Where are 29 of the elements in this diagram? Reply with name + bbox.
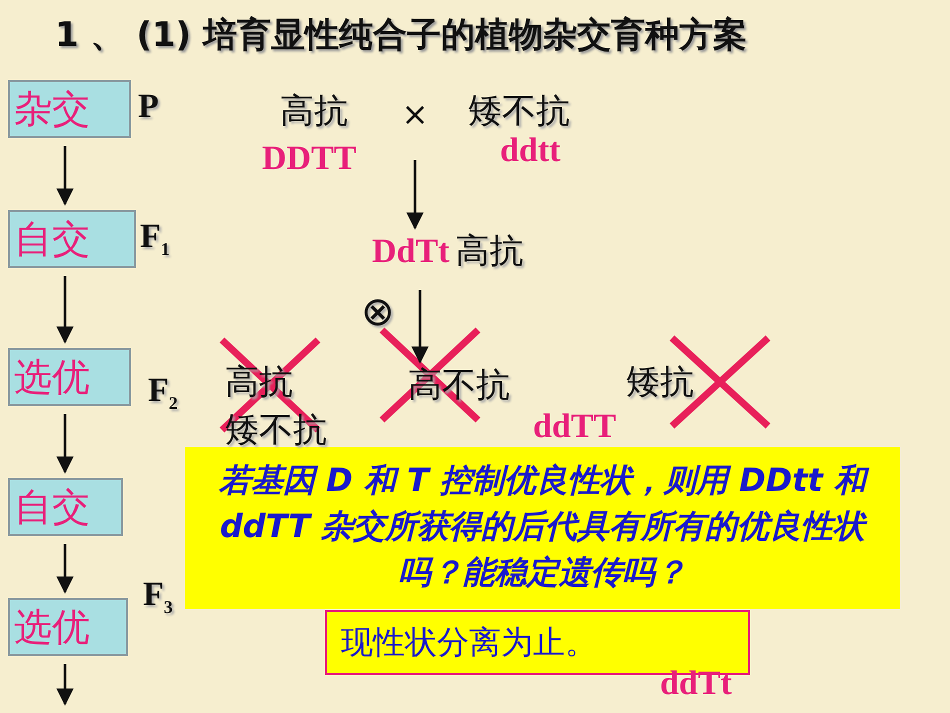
slide-title: 1 、 (1) 培育显性纯合子的植物杂交育种方案 [55,14,747,57]
genotype-label: DDTT [262,140,356,178]
genotype-label: ddtt [500,132,560,170]
step-box: 自交 [8,478,123,536]
generation-label: F$_{2}$ [148,372,178,414]
generation-label: F$_{1}$ [140,218,170,260]
question-box: 若基因 D 和 T 控制优良性状，则用 DDtt 和 ddTT 杂交所获得的后代具有所有的优良性状吗？能稳定遗传吗？ [185,447,900,609]
arrow [56,146,74,206]
step-box: 自交 [8,210,136,268]
phenotype-label: 矮不抗 [225,412,327,450]
genotype-label: ddTT [533,408,616,446]
selfing-symbol: ⊗ [361,290,395,334]
step-box: 选优 [8,598,128,656]
cross-symbol: × [398,95,432,137]
phenotype-label: 高抗 [455,231,524,271]
arrow [56,664,74,706]
generation-label: F$_{3}$ [143,576,173,618]
phenotype-label: 高抗 [280,93,348,130]
arrow [406,160,424,230]
step-box: 杂交 [8,80,131,138]
arrow [56,544,74,594]
phenotype-label: 矮抗 [626,364,694,402]
arrow [56,276,74,344]
arrow [56,414,74,474]
genotype-label: DdTt [372,233,450,270]
generation-label: P [138,88,159,126]
phenotype-label: 矮不抗 [468,93,570,130]
arrow [411,290,429,364]
step-box: 选优 [8,348,131,406]
